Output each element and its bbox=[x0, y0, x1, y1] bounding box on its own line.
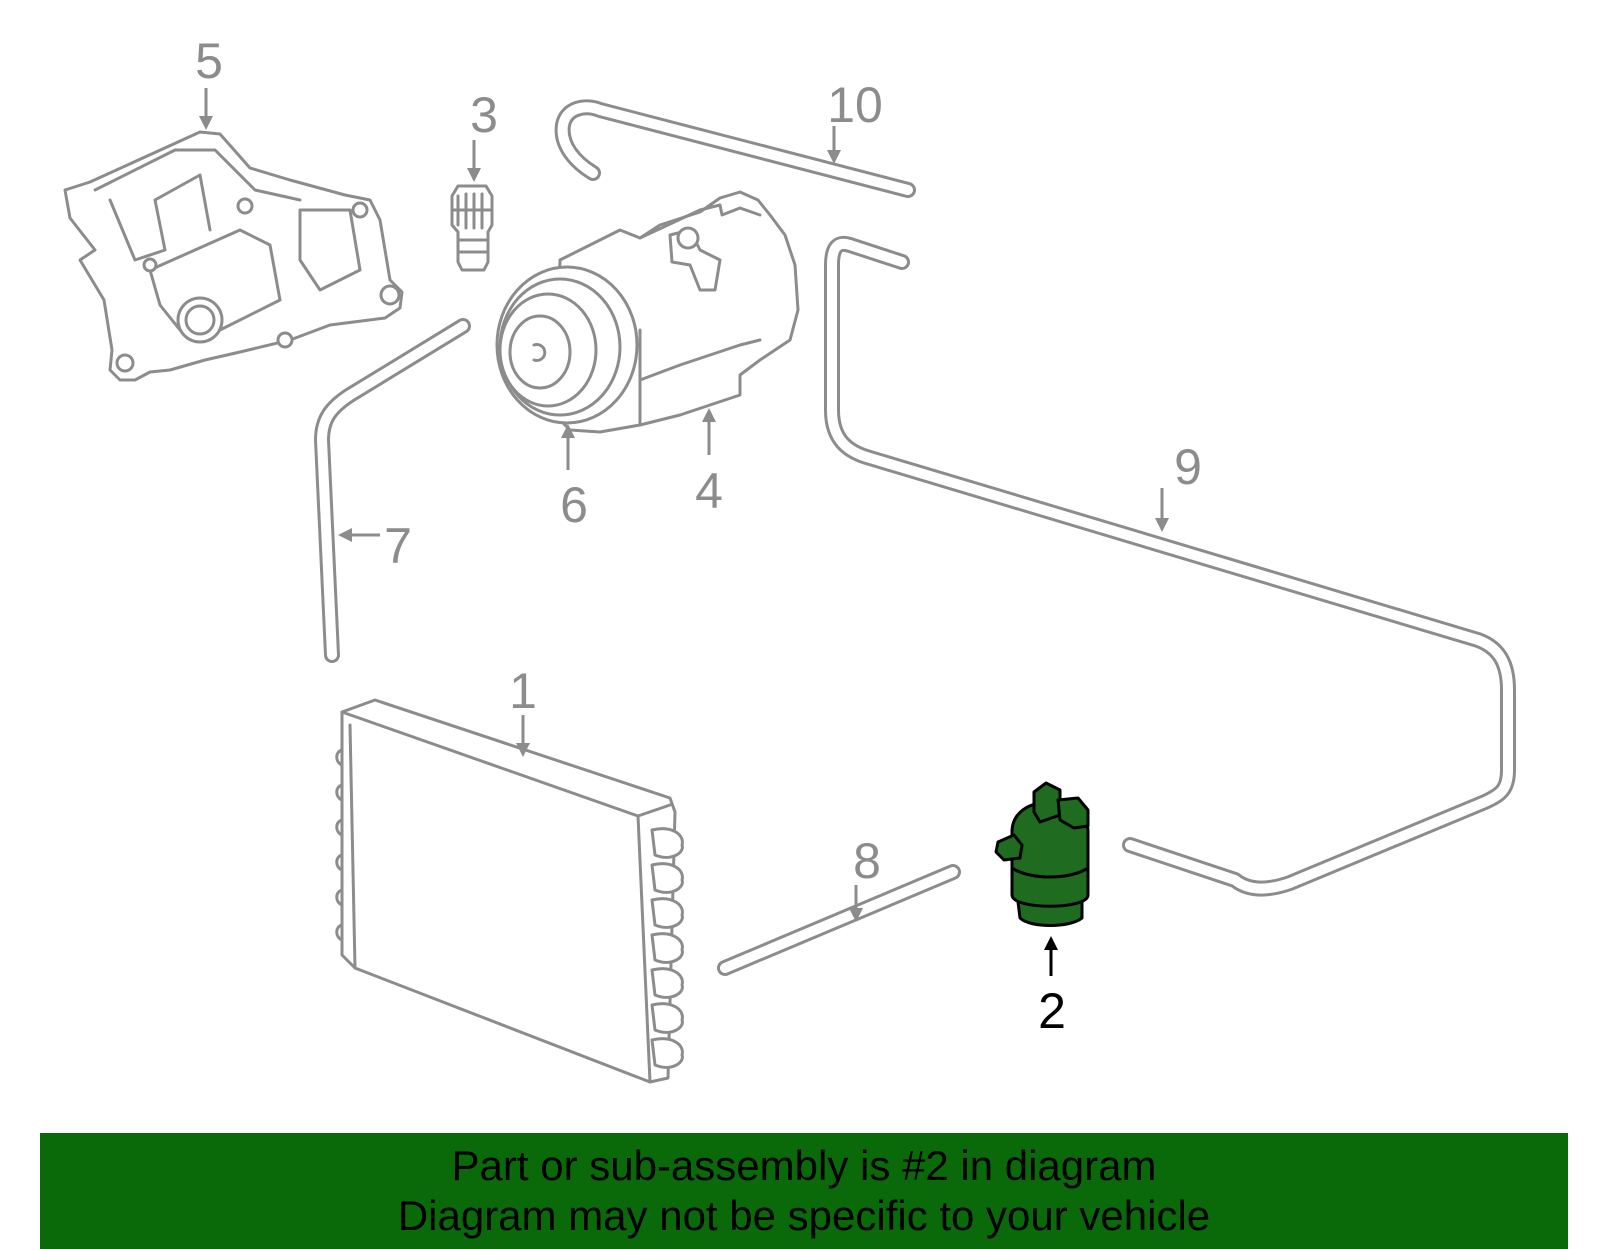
part-6-clutch bbox=[495, 265, 639, 425]
part-7-hose bbox=[314, 318, 471, 663]
callout-2: 2 bbox=[1038, 983, 1066, 1039]
callout-4: 4 bbox=[695, 463, 723, 519]
callout-8: 8 bbox=[853, 833, 881, 889]
part-5-bracket bbox=[63, 130, 404, 382]
callout-5: 5 bbox=[195, 33, 223, 89]
callout-10: 10 bbox=[827, 77, 883, 133]
part-1-condenser bbox=[335, 698, 684, 1084]
info-banner: Part or sub-assembly is #2 in diagram Di… bbox=[40, 1133, 1568, 1249]
part-9-hose bbox=[824, 235, 1516, 897]
banner-line-disclaimer: Diagram may not be specific to your vehi… bbox=[397, 1192, 1211, 1239]
callout-6: 6 bbox=[560, 477, 588, 533]
callout-arrows bbox=[199, 88, 1169, 976]
banner-line-part: Part or sub-assembly is #2 in diagram bbox=[451, 1142, 1157, 1189]
callout-1: 1 bbox=[509, 663, 537, 719]
callout-3: 3 bbox=[470, 87, 498, 143]
part-10-hose bbox=[554, 99, 916, 198]
part-2-receiver-drier bbox=[994, 781, 1090, 927]
part-3-switch bbox=[450, 184, 494, 272]
callout-9: 9 bbox=[1174, 439, 1202, 495]
callout-7: 7 bbox=[384, 518, 412, 574]
part-8-hose bbox=[717, 864, 961, 976]
